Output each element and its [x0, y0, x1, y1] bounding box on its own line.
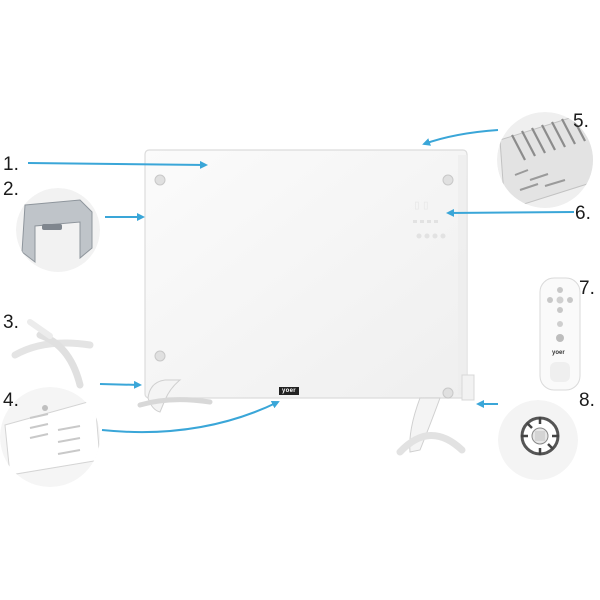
label-6: 6.: [575, 203, 591, 224]
label-3: 3.: [3, 312, 19, 333]
label-1: 1.: [3, 154, 19, 175]
back-cover-icon: [0, 387, 100, 487]
thermostat-knob-icon: [498, 400, 578, 480]
mount-screw-icon: [154, 350, 166, 362]
label-7: 7.: [579, 278, 595, 299]
heater-panel: [144, 149, 468, 399]
mount-screw-icon: [442, 387, 454, 399]
heater-brand-tag: yoer: [279, 387, 299, 395]
heater-feet: [137, 374, 475, 456]
arrow-3: [99, 380, 142, 389]
grille-icon: [497, 112, 593, 208]
label-5: 5.: [573, 111, 589, 132]
arrow-5: [422, 129, 499, 146]
bracket-icon: [16, 188, 100, 272]
heater-display: ▯▯: [413, 198, 431, 213]
remote-icon: [539, 277, 581, 391]
arrow-1: [27, 160, 208, 169]
mount-screw-icon: [442, 174, 454, 186]
foot-stand-icon: [11, 319, 94, 389]
remote-brand: yoer: [552, 350, 565, 356]
callout-arrows: [27, 129, 575, 434]
arrow-6: [446, 208, 575, 217]
label-8: 8.: [579, 390, 595, 411]
display-icons-row: [413, 220, 446, 239]
arrow-4: [101, 401, 280, 434]
label-2: 2.: [3, 179, 19, 200]
mount-screw-icon: [154, 174, 166, 186]
label-4: 4.: [3, 390, 19, 411]
